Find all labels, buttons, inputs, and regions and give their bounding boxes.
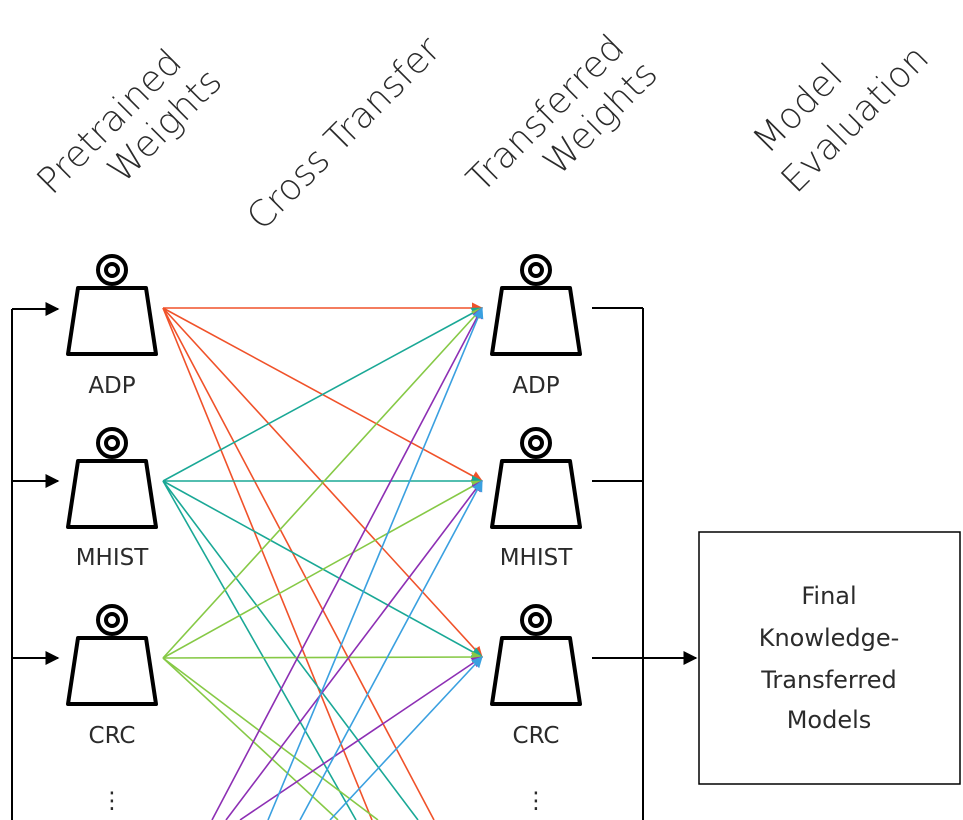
source-weight-crc: CRC — [66, 604, 158, 749]
target-weight-crc: CRC — [490, 604, 582, 749]
source-weight-label-crc: CRC — [89, 723, 136, 749]
final-box-line2: Knowledge- — [759, 624, 900, 652]
arrow-mhist-to-adp — [162, 307, 483, 482]
arrow-extra-purple-to-adp — [211, 307, 483, 820]
output-bus — [592, 307, 698, 820]
header-transferred-weights: Transferred Weights — [459, 19, 670, 230]
arrow-extra-purple-to-mhist — [225, 480, 483, 820]
weight-icon — [66, 254, 158, 356]
input-bus — [11, 302, 60, 820]
source-more-indicator: ⋮ — [101, 788, 124, 814]
target-weight-label-crc: CRC — [513, 723, 560, 749]
cross-transfer-arrows — [162, 302, 484, 820]
source-weight-mhist: MHIST — [66, 427, 158, 571]
final-box-line4: Models — [787, 706, 872, 734]
header-pretrained-weights: Pretrained Weights — [29, 31, 230, 232]
final-models-box: Final Knowledge- Transferred Models — [698, 531, 961, 785]
weight-icon — [490, 427, 582, 529]
arrow-adp-down-2 — [162, 307, 373, 820]
target-weight-mhist: MHIST — [490, 427, 582, 571]
weight-icon — [490, 604, 582, 706]
header-cross-transfer-line1: Cross Transfer — [239, 29, 448, 238]
target-weight-label-adp: ADP — [512, 373, 559, 399]
source-weight-label-mhist: MHIST — [76, 545, 150, 571]
weight-icon — [490, 254, 582, 356]
arrow-crc-to-adp — [162, 307, 483, 659]
weight-icon — [66, 427, 158, 529]
arrow-mhist-down-1 — [162, 480, 419, 820]
arrow-crc-to-crc — [162, 651, 484, 663]
final-box-line3: Transferred — [760, 666, 896, 694]
arrow-adp-down-1 — [162, 307, 435, 820]
source-weight-adp: ADP — [66, 254, 158, 399]
final-box-line1: Final — [801, 582, 856, 610]
target-more-indicator: ⋮ — [525, 788, 548, 814]
header-model-evaluation: Model Evaluation — [740, 4, 937, 201]
weight-icon — [66, 604, 158, 706]
arrow-crc-down-1 — [162, 657, 379, 820]
arrow-extra-blue-to-crc — [329, 656, 483, 820]
target-weight-label-mhist: MHIST — [500, 545, 574, 571]
arrow-extra-purple-to-crc — [239, 656, 483, 820]
arrow-crc-down-2 — [162, 657, 339, 820]
arrow-extra-blue-to-mhist — [299, 480, 483, 820]
source-weight-label-adp: ADP — [88, 373, 135, 399]
arrow-crc-to-mhist — [162, 480, 483, 659]
header-cross-transfer: Cross Transfer — [239, 29, 448, 238]
target-weight-adp: ADP — [490, 254, 582, 399]
arrow-extra-blue-to-adp — [267, 306, 484, 820]
